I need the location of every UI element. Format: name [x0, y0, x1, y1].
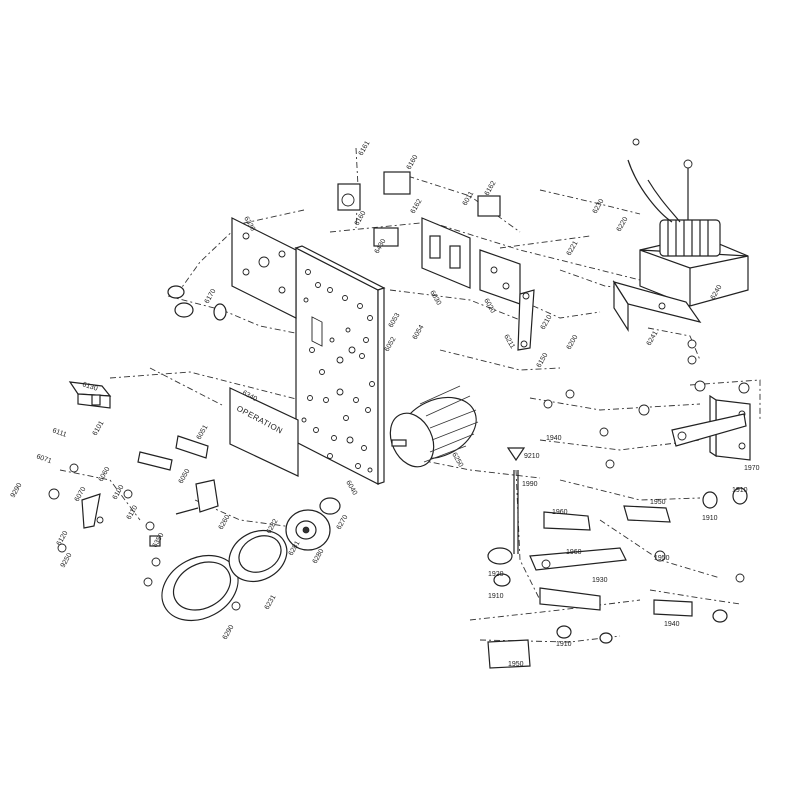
motor-6250 — [389, 385, 479, 468]
front-bezel-6290 — [151, 554, 241, 622]
label-1930: 1930 — [592, 577, 608, 584]
plate-1950-upper — [543, 505, 671, 531]
transformer-6240 — [627, 138, 749, 307]
operation-plate-6340: OPERATION — [229, 387, 299, 477]
label-1940: 1940 — [664, 621, 680, 628]
label-6052: 6052 — [384, 336, 398, 353]
label-1950: 1950 — [650, 499, 666, 506]
label-6111: 6111 — [51, 427, 67, 439]
bracket-6241 — [612, 279, 702, 333]
label-6120: 6120 — [56, 530, 70, 547]
label-6020: 6020 — [482, 298, 496, 315]
switch-assembly-6160 — [337, 171, 501, 247]
label-6161: 6161 — [358, 140, 372, 157]
label-6050: 6050 — [178, 468, 192, 485]
roller-1920 — [487, 547, 513, 587]
knob-6270 — [319, 497, 341, 515]
label-6221: 6221 — [566, 240, 580, 257]
bracket-1930 — [539, 587, 693, 617]
label-1960: 1960 — [566, 549, 582, 556]
label-6060: 6060 — [98, 466, 112, 483]
label-6282: 6282 — [266, 518, 280, 535]
label-6130: 6130 — [81, 381, 98, 393]
switch-6260 — [175, 479, 219, 515]
label-6162: 6162 — [410, 198, 424, 215]
lever-arm-1940 — [671, 413, 747, 447]
label-1950: 1950 — [508, 661, 524, 668]
label-6170: 6170 — [204, 288, 218, 305]
label-6162: 6162 — [484, 180, 498, 197]
label-9210: 9210 — [524, 453, 540, 460]
label-6030: 6030 — [428, 290, 442, 307]
label-1940: 1940 — [546, 435, 562, 442]
label-6160: 6160 — [354, 210, 368, 227]
label-9250: 9250 — [60, 552, 74, 569]
knob-6170 — [167, 285, 227, 321]
label-1910: 1910 — [556, 641, 572, 648]
rod-1990 — [506, 447, 526, 554]
bar-1960 — [529, 547, 627, 571]
bracket-6030 — [421, 217, 471, 289]
label-6211: 6211 — [502, 334, 516, 351]
label-6350: 6350 — [152, 532, 166, 549]
label-6054: 6054 — [412, 324, 426, 341]
label-6260: 6260 — [218, 514, 232, 531]
label-6101: 6101 — [92, 420, 106, 437]
label-1920: 1920 — [488, 571, 504, 578]
assembly-leader-lines — [59, 147, 761, 643]
label-1960: 1960 — [552, 509, 568, 516]
label-6231: 6231 — [264, 594, 278, 611]
rollers-1910 — [556, 487, 748, 644]
label-6110: 6110 — [126, 504, 140, 521]
label-1970: 1970 — [744, 465, 760, 472]
left-small-parts — [48, 435, 209, 587]
label-6280: 6280 — [312, 548, 326, 565]
label-6053: 6053 — [388, 312, 402, 329]
label-6071: 6071 — [35, 453, 52, 465]
label-6040: 6040 — [344, 480, 358, 497]
label-1990: 1990 — [522, 481, 538, 488]
label-6290: 6290 — [222, 624, 236, 641]
label-1910: 1910 — [732, 487, 748, 494]
part-labels: 6161 6160 6160 6162 6162 6011 6330 6430 … — [10, 140, 760, 668]
label-6270: 6270 — [336, 514, 350, 531]
label-6230: 6230 — [592, 198, 606, 215]
bracket-6020 — [479, 249, 521, 305]
label-9290: 9290 — [10, 482, 24, 499]
disk-6280 — [285, 509, 331, 551]
label-6011: 6011 — [462, 190, 476, 207]
label-6220: 6220 — [616, 216, 630, 233]
bracket-6130 — [68, 381, 112, 409]
label-6210: 6210 — [540, 314, 554, 331]
ring-6231 — [228, 529, 288, 583]
label-6051: 6051 — [196, 424, 210, 441]
label-6241: 6241 — [646, 330, 660, 347]
label-6160: 6160 — [406, 154, 420, 171]
label-6200: 6200 — [566, 334, 580, 351]
label-1910: 1910 — [488, 593, 504, 600]
block-1950-lower — [487, 639, 531, 669]
label-1910: 1910 — [702, 515, 718, 522]
label-1950: 1950 — [654, 555, 670, 562]
cover-plate-6330 — [231, 217, 297, 319]
main-frame-plate — [294, 245, 386, 485]
lever-6211 — [517, 289, 535, 351]
label-6150: 6150 — [536, 352, 550, 369]
small-hardware — [543, 339, 750, 583]
